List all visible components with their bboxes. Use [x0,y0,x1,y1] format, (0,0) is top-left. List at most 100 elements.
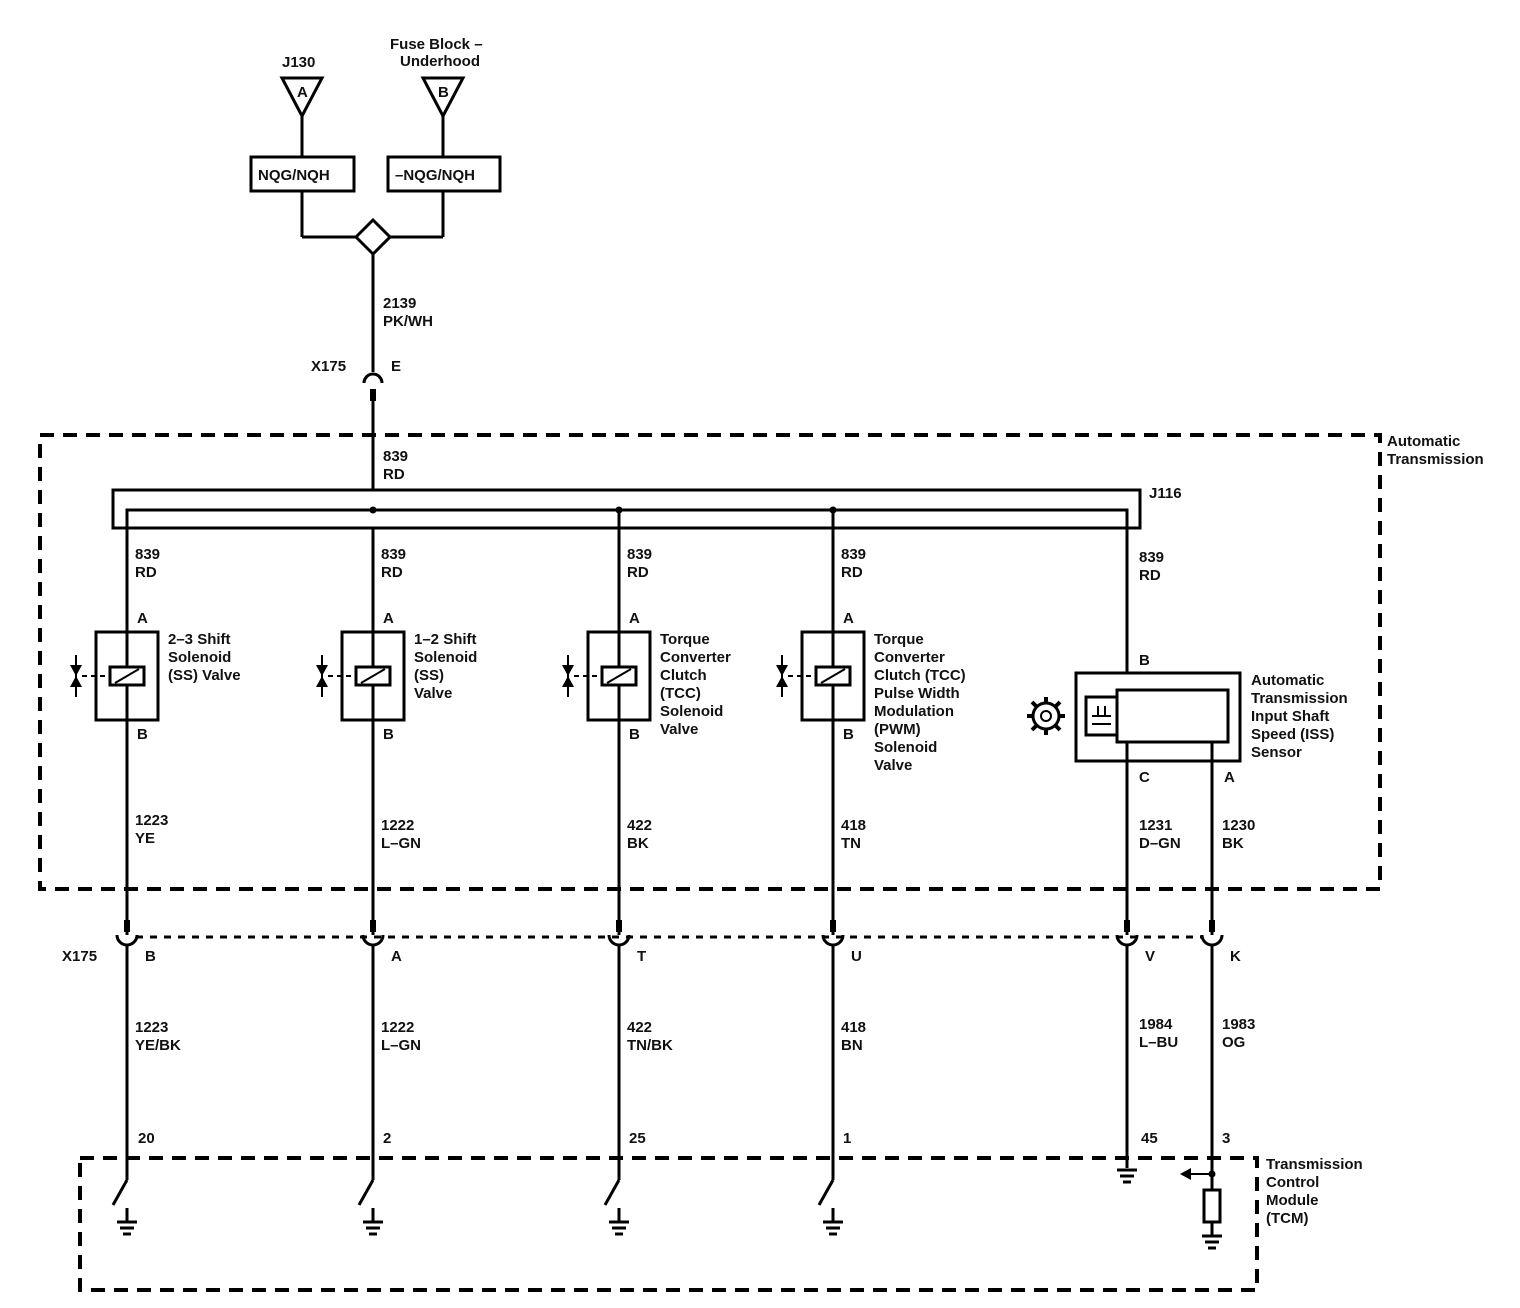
tcm-pin-1: 1 [843,1130,851,1147]
tcm-driver-2 [357,1179,383,1236]
solenoid-4-pin-b: B [843,726,854,743]
outer-wire-3-color: TN/BK [627,1037,673,1054]
outer-wire-3-circuit: 422 [627,1019,652,1036]
solenoid-2-label-1: 1–2 Shift [414,631,477,648]
arrow-left-icon [1180,1168,1191,1180]
j116-label: J116 [1149,485,1182,502]
solenoid-4-label-5: Modulation [874,703,954,720]
solenoid-3-label-2: Converter [660,649,731,666]
x175-pin-a: A [391,948,402,965]
j130-terminal: A [297,84,308,101]
solenoid-1-pin-b: B [137,726,148,743]
solenoid-4-label-1: Torque [874,631,924,648]
iss-label-1: Automatic [1251,672,1324,689]
inner-wire-4-color: TN [841,835,861,852]
inner-wire-6-color: BK [1222,835,1244,852]
valve-icon [316,655,328,697]
fuse-terminal: B [438,84,449,101]
tcm-label-1: Transmission [1266,1156,1363,1173]
solenoid-tcc-pwm: A B Torque Converter Clutch (TCC) Pulse … [776,610,966,774]
iss-label-3: Input Shaft [1251,708,1329,725]
tcm-boundary [78,1156,1259,1292]
x175-pin-v: V [1145,948,1155,965]
j130-option-box [249,155,356,193]
outer-wire-1-circuit: 1223 [135,1019,168,1036]
gear-icon [1027,697,1065,735]
solenoid-3-pin-b: B [629,726,640,743]
fuse-label-line2: Underhood [400,53,480,70]
ground-icon [117,1220,137,1236]
x175-top-pin: E [391,358,401,375]
branch-2-circuit: 839 [381,546,406,563]
x175-top-label: X175 [311,358,346,375]
outer-wire-4-color: BN [841,1037,863,1054]
solenoid-3-label-3: Clutch [660,667,707,684]
solenoid-4-label-7: Solenoid [874,739,937,756]
outer-wire-1-color: YE/BK [135,1037,181,1054]
outer-wire-5-circuit: 1984 [1139,1016,1173,1033]
automatic-transmission-boundary [38,433,1382,891]
tcm-driver-20 [111,1179,137,1236]
fuse-option-label: –NQG/NQH [395,167,475,184]
tcm-driver-25 [603,1179,629,1236]
trans-wire-color: RD [383,466,405,483]
feed-wire-color: PK/WH [383,313,433,330]
branch-3-circuit: 839 [627,546,652,563]
x175-pin-u: U [851,948,862,965]
automatic-transmission-label-line1: Automatic [1387,433,1460,450]
solenoid-tcc: A B Torque Converter Clutch (TCC) Soleno… [562,610,731,743]
x175-bottom-connector: X175 B A T U V K [62,934,1241,965]
x175-pin-k: K [1230,948,1241,965]
tcm-ground-45 [1117,1168,1137,1184]
fuse-label-line1: Fuse Block – [390,36,483,53]
solenoid-4-pin-a: A [843,610,854,627]
iss-sensor: B C A Automatic Transmission Input Shaft… [1027,652,1348,786]
tcm-driver-1 [817,1179,843,1236]
outer-wire-4-circuit: 418 [841,1019,866,1036]
valve-icon [776,655,788,697]
j130-source: J130 A NQG/NQH [249,54,356,239]
x175-bottom-label: X175 [62,948,97,965]
automatic-transmission-label-line2: Transmission [1387,451,1484,468]
inner-wire-4-circuit: 418 [841,817,866,834]
solenoid-3-label-1: Torque [660,631,710,648]
iss-label-2: Transmission [1251,690,1348,707]
inner-wire-5-color: D–GN [1139,835,1181,852]
switch-icon [111,1179,129,1206]
ground-icon [823,1220,843,1236]
switch-icon [357,1179,375,1206]
solenoid-2-label-4: Valve [414,685,452,702]
inner-wire-6-circuit: 1230 [1222,817,1255,834]
solenoid-1-label-2: Solenoid [168,649,231,666]
outer-wire-2-color: L–GN [381,1037,421,1054]
branch-4-circuit: 839 [841,546,866,563]
branch-2-color: RD [381,564,403,581]
inner-wire-1-circuit: 1223 [135,812,168,829]
fuse-triangle-icon [420,76,466,120]
fuse-block-source: Fuse Block – Underhood B –NQG/NQH [386,36,502,239]
x175-pin-t: T [637,948,646,965]
solenoid-4-label-3: Clutch (TCC) [874,667,966,684]
inner-wire-2-color: L–GN [381,835,421,852]
solenoid-1-pin-a: A [137,610,148,627]
inner-wire-3-color: BK [627,835,649,852]
inner-wire-2-circuit: 1222 [381,817,414,834]
j130-triangle-icon [279,76,325,120]
switch-icon [603,1179,621,1206]
iss-pin-b: B [1139,652,1150,669]
solenoid-2-pin-b: B [383,726,394,743]
tcm-label-2: Control [1266,1174,1319,1191]
outer-wire-6-color: OG [1222,1034,1245,1051]
trans-wire-circuit: 839 [383,448,408,465]
solenoid-3-label-6: Valve [660,721,698,738]
x175-top-connector: X175 E [311,358,401,504]
tcm-pin-25: 25 [629,1130,646,1147]
branch-1-color: RD [135,564,157,581]
solenoid-4-label-8: Valve [874,757,912,774]
branch-5-circuit: 839 [1139,549,1164,566]
solenoid-2-3-shift: A B 2–3 Shift Solenoid (SS) Valve [70,610,241,743]
resistor-icon [1202,1188,1222,1224]
x175-pin-b: B [145,948,156,965]
iss-label-5: Sensor [1251,744,1302,761]
